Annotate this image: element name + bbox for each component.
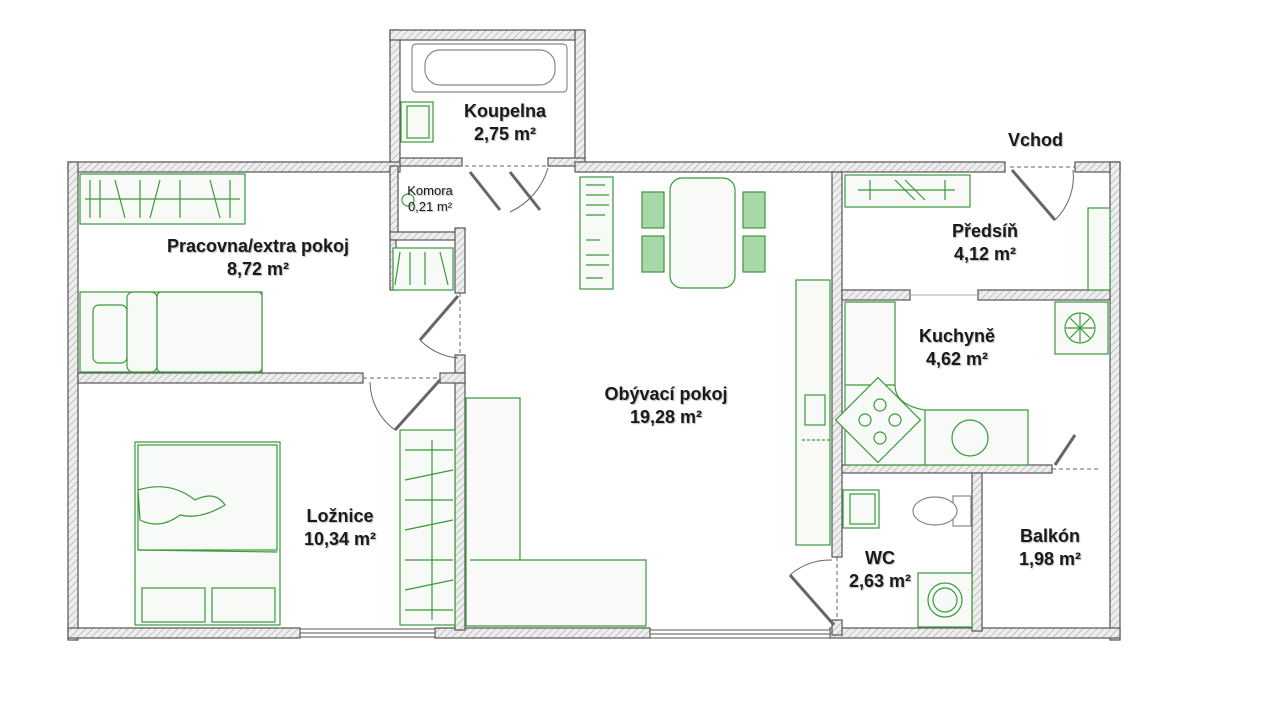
room-name: Koupelna (463, 101, 547, 121)
cabinet-icon (844, 174, 971, 208)
bookshelf-icon (579, 176, 614, 290)
room-name: Ložnice (306, 506, 374, 526)
sofa-icon (465, 397, 647, 627)
room-area: 2,63 m² (848, 570, 912, 591)
toilet-icon (912, 495, 972, 527)
dining-table-icon (641, 177, 766, 289)
room-komora: Komora 0,21 m² (407, 183, 453, 216)
room-name: Pracovna/extra pokoj (166, 236, 350, 256)
tv-unit-icon (795, 279, 831, 546)
room-wc: WC 2,63 m² (849, 547, 911, 592)
room-area: 8,72 m² (226, 258, 290, 279)
room-area: 1,98 m² (1018, 548, 1082, 569)
fridge-icon (1054, 301, 1109, 355)
room-loznice: Ložnice 10,34 m² (304, 505, 376, 550)
furniture (79, 43, 1111, 628)
sink-icon (400, 101, 434, 143)
room-area: 0,21 m² (407, 199, 453, 215)
wardrobe-icon (79, 173, 246, 225)
room-area: 10,34 m² (303, 528, 377, 549)
shelf-icon (392, 247, 454, 291)
room-area: 19,28 m² (629, 406, 703, 427)
kitchen-counter-icon (834, 301, 1029, 466)
room-koupelna: Koupelna 2,75 m² (464, 100, 546, 145)
sink-icon (842, 489, 880, 529)
room-predsin: Předsíň 4,12 m² (952, 220, 1018, 265)
bathtub-icon (411, 43, 568, 93)
windows (299, 628, 831, 639)
entrance-label: Vchod (1008, 130, 1064, 150)
room-name: Obývací pokoj (604, 384, 728, 404)
bed-icon (79, 291, 263, 373)
room-name: Balkón (1019, 526, 1081, 546)
wardrobe-icon (399, 429, 456, 626)
room-balkon: Balkón 1,98 m² (1019, 525, 1081, 570)
room-area: 4,62 m² (925, 348, 989, 369)
room-obyvaci: Obývací pokoj 19,28 m² (604, 383, 727, 428)
washing-machine-icon (917, 572, 973, 628)
room-area: 2,75 m² (473, 123, 537, 144)
walls (67, 29, 1121, 641)
room-kuchyne: Kuchyně 4,62 m² (919, 325, 995, 370)
room-name: Kuchyně (918, 326, 996, 346)
room-pracovna: Pracovna/extra pokoj 8,72 m² (167, 235, 349, 280)
room-name: Komora (407, 183, 453, 198)
coat-rack-icon (1087, 207, 1111, 291)
double-bed-icon (134, 441, 281, 626)
room-name: WC (864, 548, 895, 568)
doors (363, 165, 1100, 626)
boiler-icon (401, 193, 415, 207)
room-area: 4,12 m² (953, 243, 1017, 264)
room-name: Předsíň (951, 221, 1019, 241)
